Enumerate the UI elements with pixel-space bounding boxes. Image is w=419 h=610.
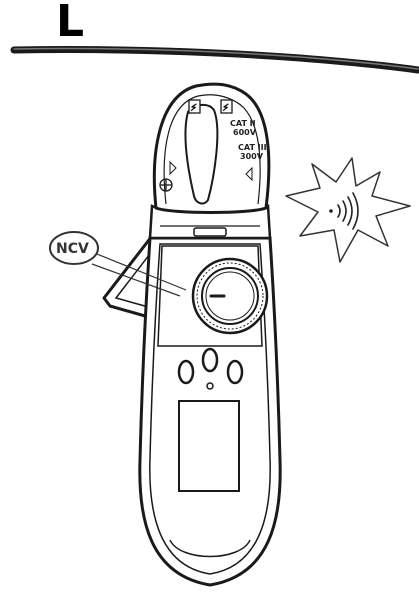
crosshair-icon [160,179,172,191]
rotary-dial[interactable] [193,259,267,333]
left-button [179,361,193,383]
warning-symbol-left: ⚡ [189,100,200,114]
lcd-display [179,401,239,491]
svg-text:300V: 300V [240,152,264,161]
right-button [228,361,242,383]
svg-text:⚡: ⚡ [223,104,229,114]
svg-text:CAT III: CAT III [238,143,267,152]
trigger-lever [194,228,226,236]
svg-text:600V: 600V [233,128,257,137]
live-wire-icon [14,48,418,70]
warning-symbol-right: ⚡ [221,100,232,114]
center-button [203,349,217,371]
svg-text:CAT II: CAT II [230,119,256,128]
wire-label: L [56,0,84,47]
indicator-led [207,383,213,389]
svg-text:⚡: ⚡ [191,104,197,114]
clamp-meter: ⚡ ⚡ CAT II 600V CAT III 300V [104,84,280,585]
ncv-signal-burst [286,158,410,262]
ncv-label: NCV [56,241,89,257]
